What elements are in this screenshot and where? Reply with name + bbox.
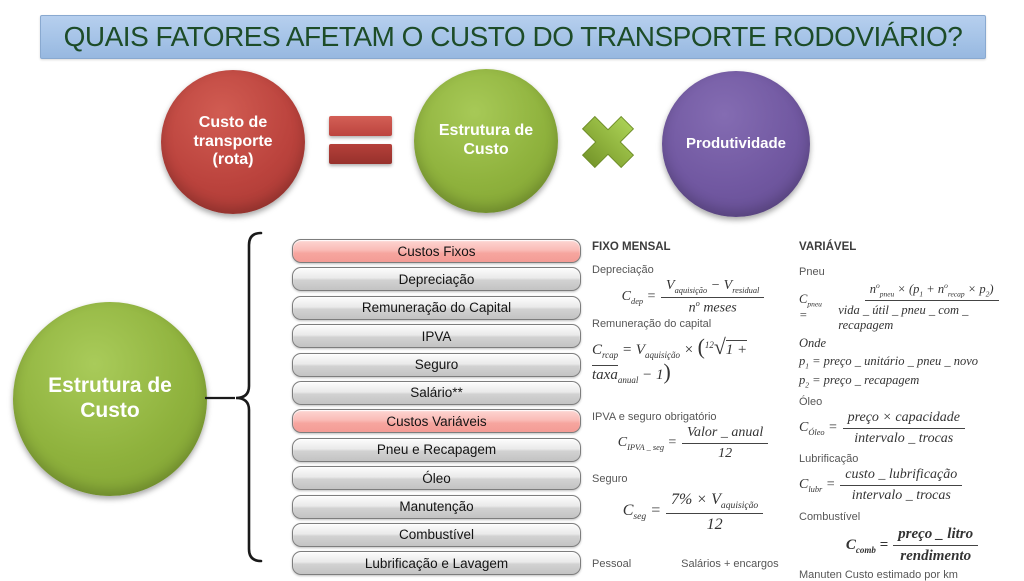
depreciacao-label: Depreciação [592,264,654,276]
circle-estrutura-custo-small-label: Estrutura de Custo [438,122,534,158]
list-item-combustivel: Combustível [292,522,581,547]
variable-cost-formulas: VARIÁVEL Pneu Cpneu = nopneu × (p1 + nor… [799,241,1024,581]
fixed-cost-formulas: FIXO MENSAL Depreciação Cdep = Vaquisiçã… [592,241,794,570]
circle-custo-transporte-label: Custo de transporte (rota) [193,113,273,169]
lubrificacao-label: Lubrificação [799,453,859,466]
equals-bar-bottom [329,144,392,164]
pneu-formula: Cpneu = nopneu × (p1 + norecap × p2)vida… [799,282,1024,333]
remuneracao-label: Remuneração do capital [592,317,712,330]
fixo-header: FIXO MENSAL [592,241,671,253]
list-item-lubrificacao: Lubrificação e Lavagem [292,551,581,576]
brace-icon [205,231,263,563]
ipva-label: IPVA e seguro obrigatório [592,410,717,423]
list-item-ipva: IPVA [292,324,581,349]
circle-produtividade: Produtividade [662,71,810,217]
circle-estrutura-custo-big: Estrutura de Custo [13,302,207,496]
circle-produtividade-label: Produtividade [685,135,786,153]
equals-icon [329,116,392,164]
combustivel-label: Combustível [799,511,861,524]
circle-estrutura-custo-small: Estrutura de Custo [414,69,558,213]
list-item-salario: Salário** [292,380,581,405]
pneu-p1: p1 = preço _ unitário _ pneu _ novo [799,354,979,371]
list-item-custos-fixos: Custos Fixos [292,239,581,263]
variavel-header: VARIÁVEL [799,241,857,253]
cost-structure-list: Custos Fixos Depreciação Remuneração do … [292,239,581,576]
list-item-remuneracao: Remuneração do Capital [292,295,581,320]
list-item-custos-variaveis: Custos Variáveis [292,409,581,434]
list-item-depreciacao: Depreciação [292,267,581,292]
multiply-icon [581,115,635,169]
pneu-onde: Onde [799,336,827,351]
slide-title: QUAIS FATORES AFETAM O CUSTO DO TRANSPOR… [63,21,963,52]
circle-custo-transporte: Custo de transporte (rota) [161,70,305,214]
remuneracao-formula: Crcap = Vaquisição × (12√1 + taxaanual −… [592,334,748,385]
list-item-manutencao: Manutenção [292,494,581,519]
pneu-p2: p2 = preço _ recapagem [799,373,920,390]
pessoal-label: Pessoal [592,557,632,570]
slide-title-bar: QUAIS FATORES AFETAM O CUSTO DO TRANSPOR… [40,15,986,59]
list-item-seguro: Seguro [292,352,581,377]
pessoal-value: Salários + encargos [681,557,779,570]
equals-bar-top [329,116,392,136]
circle-estrutura-custo-big-label: Estrutura de Custo [48,374,172,422]
list-item-oleo: Óleo [292,466,581,491]
pessoal-row: Pessoal Salários + encargos [592,558,794,570]
oleo-label: Óleo [799,396,823,409]
seguro-label: Seguro [592,472,628,485]
list-item-pneu: Pneu e Recapagem [292,437,581,462]
pneu-label: Pneu [799,266,825,278]
